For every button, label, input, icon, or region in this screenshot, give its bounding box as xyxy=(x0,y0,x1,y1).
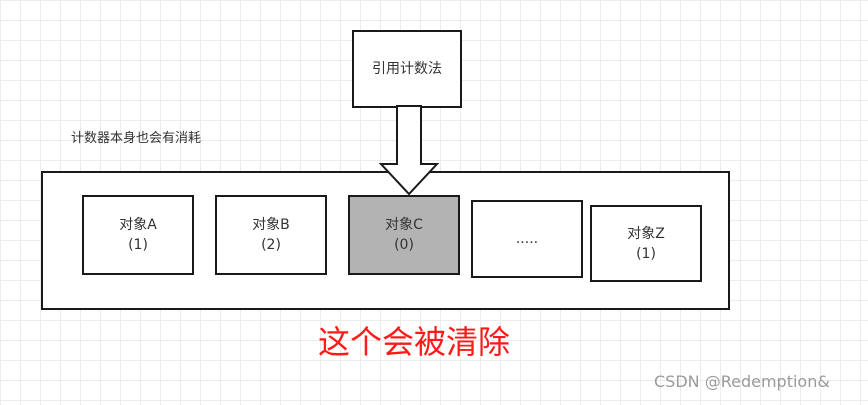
object-z-box: 对象Z (1) xyxy=(590,205,702,282)
csdn-watermark: CSDN @Redemption& xyxy=(654,372,830,391)
object-c-box: 对象C (0) xyxy=(348,195,460,275)
object-a-name: 对象A xyxy=(119,217,157,233)
will-be-cleared-caption: 这个会被清除 xyxy=(318,323,511,361)
object-b-name: 对象B xyxy=(252,217,290,233)
down-arrow-icon xyxy=(378,105,440,196)
more-objects-ellipsis: ..... xyxy=(515,231,539,247)
reference-counting-label: 引用计数法 xyxy=(372,61,442,77)
counter-cost-note: 计数器本身也会有消耗 xyxy=(71,131,202,146)
object-b-count: (2) xyxy=(261,237,281,253)
object-a-count: (1) xyxy=(128,237,148,253)
reference-counting-box: 引用计数法 xyxy=(352,30,462,108)
object-a-box: 对象A (1) xyxy=(82,195,194,275)
more-objects-box: ..... xyxy=(471,200,583,278)
object-c-count: (0) xyxy=(394,237,414,253)
object-c-name: 对象C xyxy=(385,217,423,233)
object-z-name: 对象Z xyxy=(627,225,665,242)
object-b-box: 对象B (2) xyxy=(215,195,327,275)
object-z-count: (1) xyxy=(636,245,656,262)
